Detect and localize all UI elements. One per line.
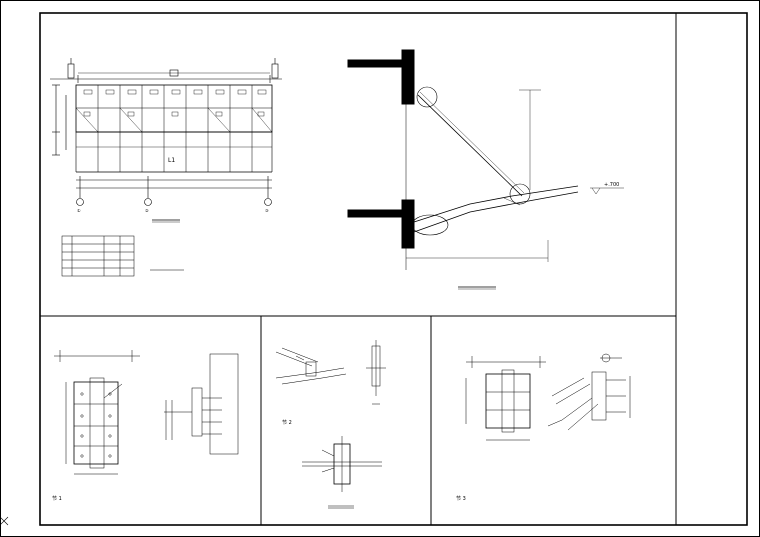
node-1-label: 节 1 (52, 496, 62, 502)
node-3-label: 节 3 (456, 496, 466, 502)
elevation-label: +.700 (604, 182, 619, 188)
detail-2-panel (275, 340, 386, 509)
corner-cross-mark (0, 516, 9, 526)
grid-bubble-3 (264, 198, 272, 206)
detail-3-panel (465, 353, 631, 441)
detail-circle-bottom (411, 214, 449, 236)
grid-axis-label-1: ① (77, 208, 81, 213)
canopy-plan-view (50, 58, 282, 223)
detail-1-panel (54, 350, 239, 475)
detail-circle-top (416, 86, 438, 108)
plan-bay-tags (83, 89, 267, 117)
member-schedule-table (61, 235, 135, 277)
detail-circle-mid (509, 183, 531, 205)
grid-bubble-2 (144, 198, 152, 206)
canopy-section-view (347, 49, 624, 290)
grid-axis-label-2: ② (145, 208, 149, 213)
grid-bubble-1 (76, 198, 84, 206)
grid-axis-label-3: ③ (265, 208, 269, 213)
node-2-label: 节 2 (282, 420, 292, 426)
plan-frame-label: L1 (168, 157, 175, 164)
